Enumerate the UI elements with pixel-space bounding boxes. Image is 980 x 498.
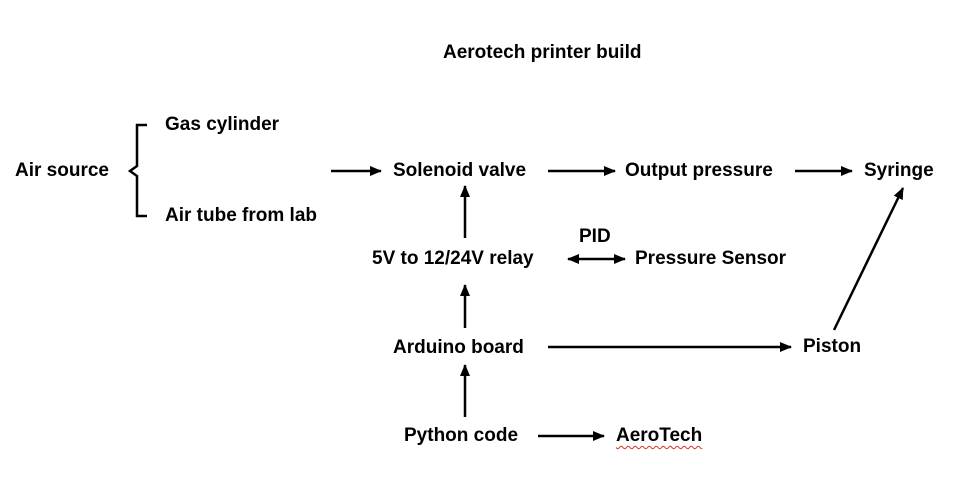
diagram-title: Aerotech printer build [443, 42, 642, 63]
node-solenoid-valve: Solenoid valve [393, 160, 527, 181]
node-arduino: Arduino board [393, 337, 524, 358]
node-piston: Piston [803, 336, 862, 357]
arrow-piston-to-syringe [832, 187, 905, 331]
node-gas-cylinder: Gas cylinder [165, 114, 280, 135]
node-aerotech: AeroTech [616, 425, 703, 446]
node-air-source: Air source [15, 160, 109, 181]
node-syringe: Syringe [864, 160, 934, 181]
air-source-brace [127, 123, 147, 218]
node-relay: 5V to 12/24V relay [372, 248, 534, 269]
node-pressure-sensor: Pressure Sensor [635, 248, 787, 269]
node-python-code: Python code [404, 425, 519, 446]
node-air-tube: Air tube from lab [165, 205, 318, 226]
node-output-pressure: Output pressure [625, 160, 773, 181]
edge-label-pid: PID [579, 226, 611, 247]
